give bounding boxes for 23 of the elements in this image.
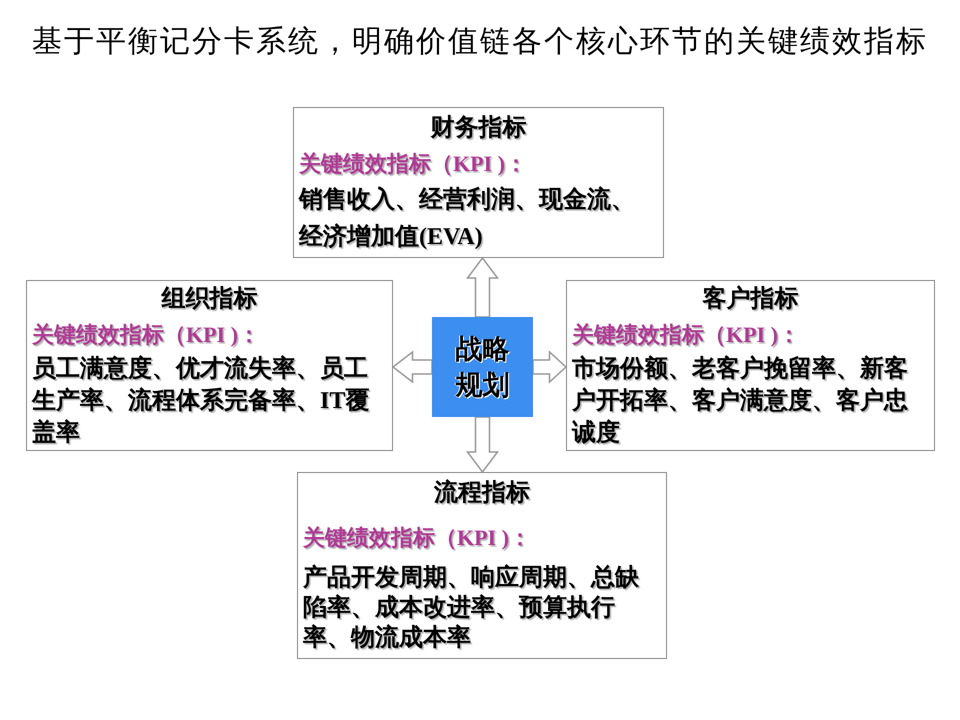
diagram-title: 基于平衡记分卡系统，明确价值链各个核心环节的关键绩效指标 [32, 24, 928, 59]
kpi-label: 关键绩效指标（KPI )： [32, 321, 261, 349]
block-arrow [466, 416, 499, 474]
strategy-box [432, 317, 533, 417]
kpi-list: 销售收入、经营利润、现金流、经济增加值(EVA) [299, 182, 658, 256]
kpi-list: 市场份额、老客户挽留率、新客户开拓率、客户满意度、客户忠诚度 [572, 353, 929, 449]
metric-box [26, 280, 393, 451]
kpi-list: 产品开发周期、响应周期、总缺陷率、成本改进率、预算执行率、物流成本率 [303, 563, 661, 653]
block-arrow [532, 350, 568, 384]
block-arrow [392, 350, 433, 384]
box-heading: 组织指标 [160, 285, 258, 314]
box-heading: 财务指标 [429, 114, 528, 143]
kpi-label: 关键绩效指标（KPI )： [572, 321, 801, 349]
kpi-label: 关键绩效指标（KPI )： [303, 524, 532, 552]
metric-box [566, 280, 935, 451]
metric-box [297, 472, 667, 659]
block-arrow [466, 256, 499, 318]
kpi-label: 关键绩效指标（KPI )： [299, 150, 528, 178]
kpi-list: 员工满意度、优才流失率、员工生产率、流程体系完备率、IT覆盖率 [32, 353, 387, 449]
strategy-label: 战略规划 [456, 333, 510, 402]
box-heading: 客户指标 [701, 284, 800, 314]
box-heading: 流程指标 [432, 478, 531, 508]
metric-box [293, 107, 664, 258]
